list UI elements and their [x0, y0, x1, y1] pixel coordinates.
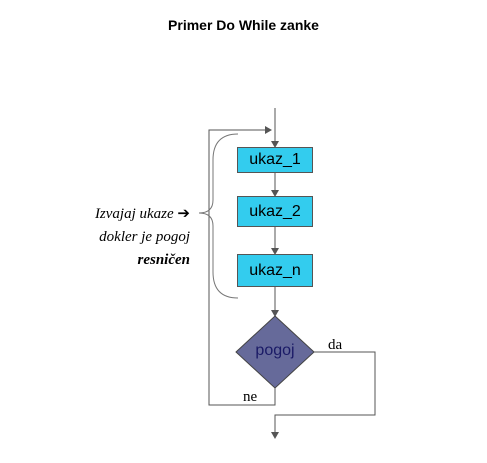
statement-label-n: ukaz_n: [249, 261, 301, 279]
condition-label: pogoj: [255, 342, 295, 359]
exit-line: [271, 351, 376, 439]
statement-label-1: ukaz_1: [249, 151, 301, 168]
annotation-brace: [198, 133, 239, 299]
statement-box-n: ukaz_n: [237, 254, 313, 287]
statement-box-1: ukaz_1: [237, 147, 313, 173]
annotation-line-2: dokler je pogoj: [99, 229, 190, 245]
loop-back-line: [208, 126, 276, 406]
statement-box-2: ukaz_2: [237, 196, 313, 227]
statement-label-2: ukaz_2: [249, 202, 301, 220]
right-arrow-icon: ➔: [177, 206, 190, 222]
annotation-line-1: Izvajaj ukaze ➔: [94, 206, 190, 222]
loop-annotation: Izvajaj ukaze ➔ dokler je pogoj resničen: [40, 203, 190, 272]
branch-no-label: ne: [243, 389, 258, 405]
diagram-title: Primer Do While zanke: [168, 17, 319, 33]
condition-diamond: [235, 315, 315, 389]
branch-yes-label: da: [328, 337, 343, 353]
annotation-line-3: resničen: [137, 252, 191, 268]
